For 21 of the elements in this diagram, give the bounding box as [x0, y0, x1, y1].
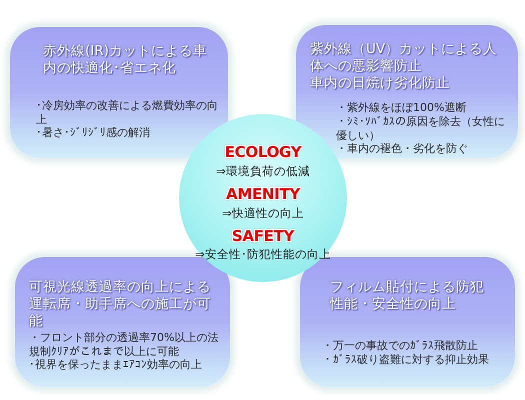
feature-card: [10, 27, 228, 158]
benefit-text: ⇒快適性の向上: [222, 206, 304, 220]
bullet-item: ･冷房効率の改善による燃費効率の向上: [36, 99, 218, 126]
theme-heading: SAFETY: [232, 228, 294, 245]
theme-heading: AMENITY: [226, 186, 300, 203]
card-title: フィルム貼付による防犯性能・安全性の向上: [330, 279, 485, 313]
bullet-item: ・万一の事故でのｶﾞﾗｽ飛散防止: [322, 339, 479, 352]
bullet-item: ・車内の褪色・劣化を防ぐ: [336, 142, 469, 156]
bullet-item: ･暑さ･ｼﾞﾘｼﾞﾘ感の解消: [36, 126, 151, 140]
card-title: 紫外線（UV）カットによる人体への悪影響防止: [310, 41, 498, 75]
card-title: 車内の日焼け劣化防止: [310, 75, 451, 92]
bullet-item: ・ｶﾞﾗｽ破り盗難に対する抑止効果: [322, 353, 490, 366]
bullet-item: ・ｼﾐ･ｿﾊﾞｶｽの原因を除去（女性に優しい）: [336, 115, 506, 142]
card-title: 可視光線透過率の向上による運転席・助手席への施工が可能: [29, 279, 212, 330]
benefit-text: ⇒環境負荷の低減: [216, 164, 310, 178]
card-title: 赤外線(IR)カットによる車内の快適化･省エネ化: [43, 43, 208, 77]
benefit-text: ⇒安全性･防犯性能の向上: [195, 247, 331, 261]
bullet-item: ・フロント部分の透過率70%以上の法規制ｸﾘｱがこれまで以上に可能: [29, 331, 220, 358]
bullet-item: ・紫外線をほぼ100%遮断: [336, 101, 468, 114]
bullet-item: ･視界を保ったままｴｱｺﾝ効率の向上: [29, 358, 203, 372]
theme-heading: ECOLOGY: [224, 144, 302, 161]
